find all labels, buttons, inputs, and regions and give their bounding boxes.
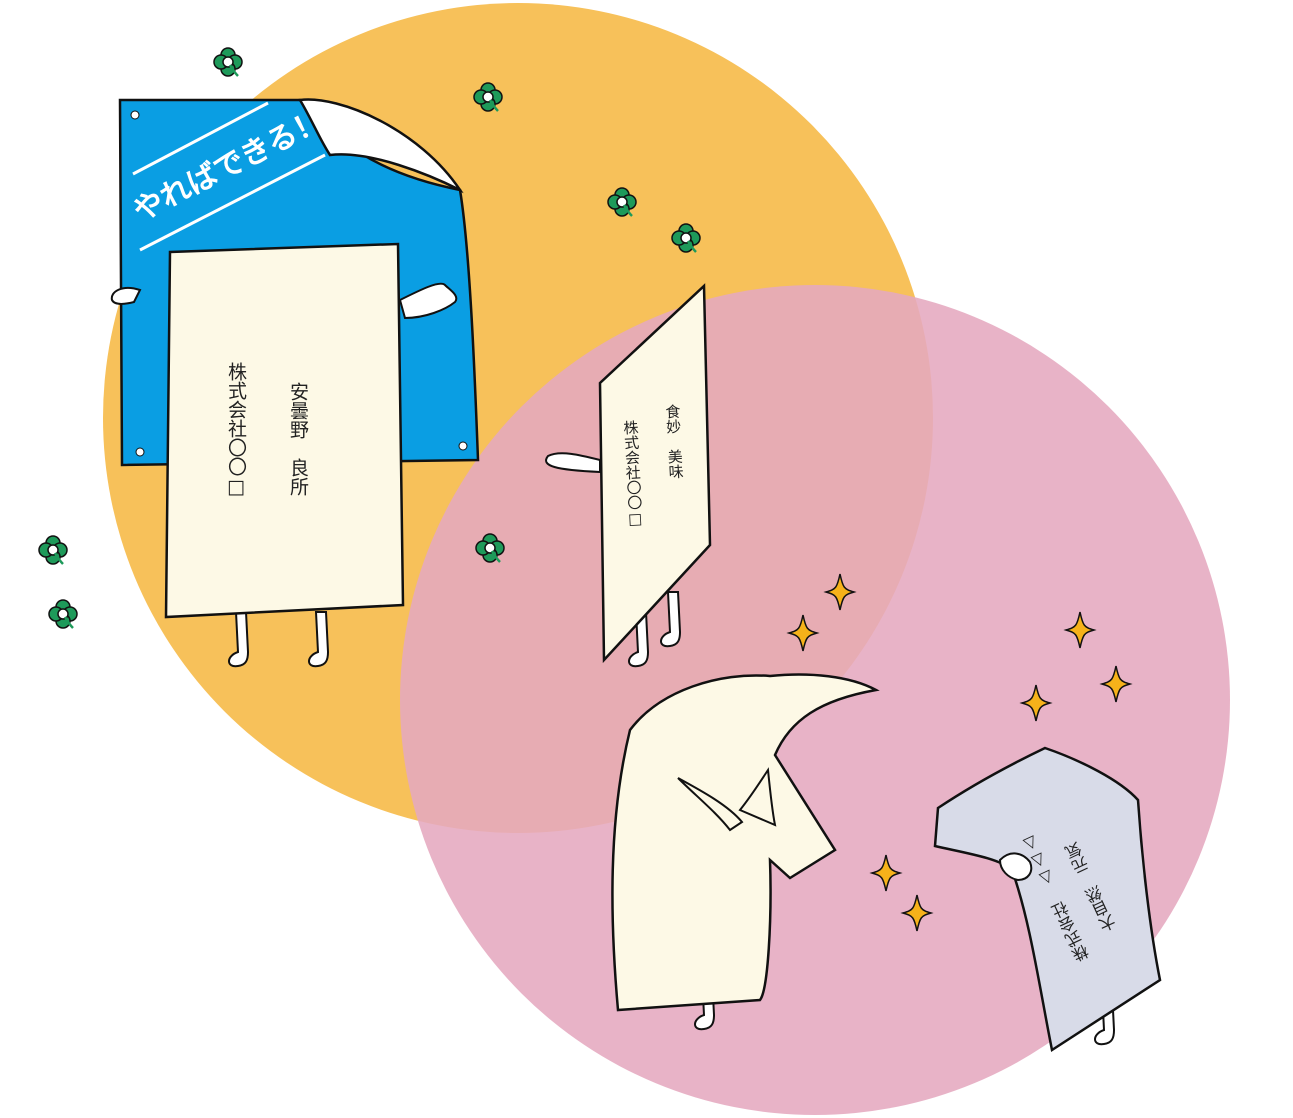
card1-company: 株式会社〇〇□	[225, 362, 247, 498]
business-card-3	[611, 673, 880, 1031]
card2-name: 食妙 美味	[663, 404, 685, 480]
card1-name: 安曇野 良所	[287, 382, 309, 496]
business-card-4: 株式会社 △△△ 大自然 元気	[933, 746, 1162, 1053]
card2-company: 株式会社〇〇□	[621, 420, 645, 529]
business-card-2: 株式会社〇〇□ 食妙 美味	[545, 283, 712, 668]
business-card-1: 株式会社〇〇□ 安曇野 良所	[110, 242, 458, 668]
